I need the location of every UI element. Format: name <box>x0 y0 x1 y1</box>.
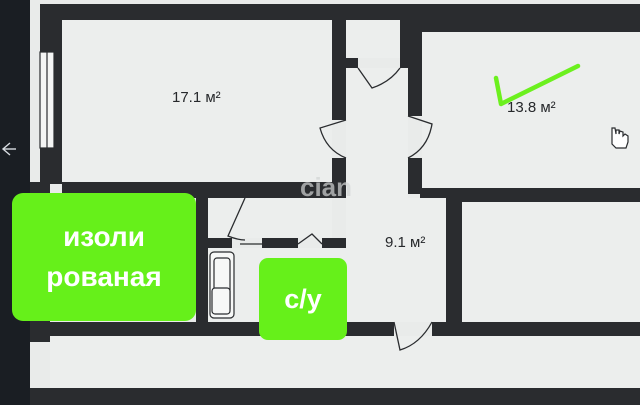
window <box>39 51 55 149</box>
sink <box>211 287 231 315</box>
room-area-label: 17.1 м² <box>172 89 221 106</box>
hand-cursor-icon <box>611 127 629 149</box>
bathroom-badge-label: с/у <box>284 283 322 314</box>
watermark: cian <box>300 172 352 202</box>
isolated-badge-line-2: рованая <box>46 261 162 292</box>
door-swings <box>227 67 433 351</box>
checkmark-icon <box>493 63 581 107</box>
bathroom-badge: с/у <box>259 258 347 340</box>
room-area-label: 13.8 м² <box>507 99 556 116</box>
back-arrow-icon <box>1 142 16 156</box>
hall-area-label: 9.1 м² <box>385 234 426 251</box>
isolated-badge: изоли рованая <box>12 193 196 321</box>
isolated-badge-line-1: изоли <box>63 221 145 252</box>
